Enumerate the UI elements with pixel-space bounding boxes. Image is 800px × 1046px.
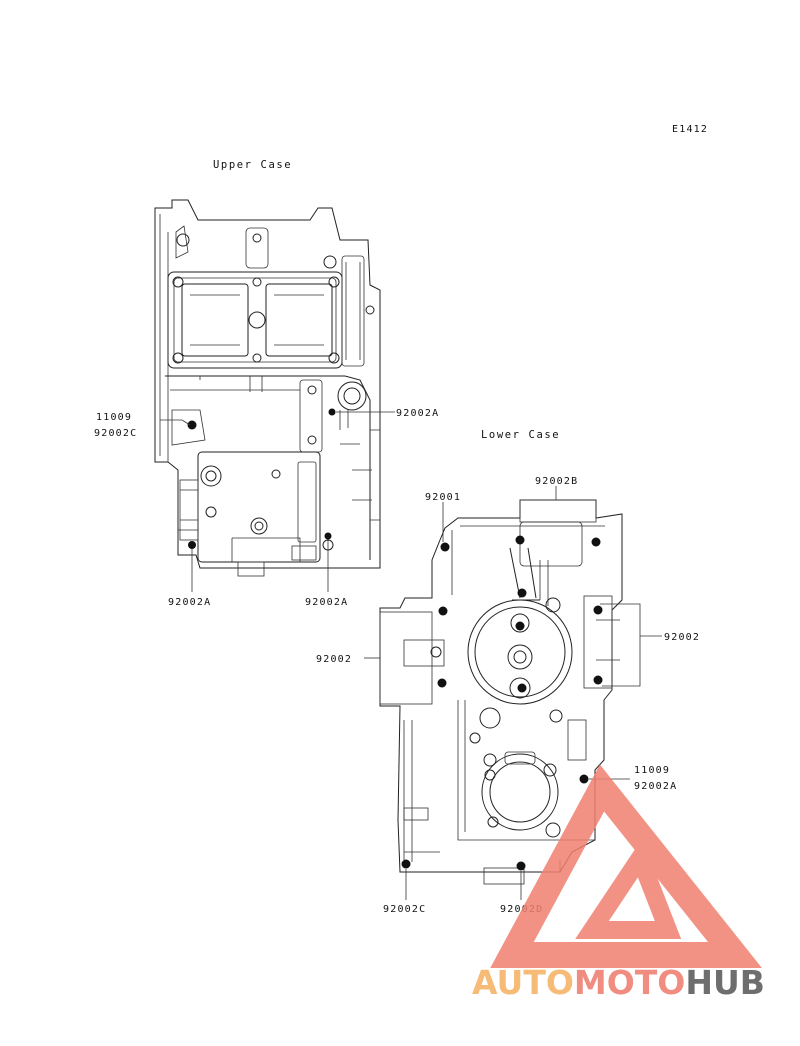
lower-case-title: Lower Case [481, 429, 560, 441]
label-92002-left: 92002 [316, 654, 352, 665]
figure-code: E1412 [672, 124, 708, 135]
watermark-logo: AUTOMOTOHUB [472, 764, 765, 1002]
watermark-triangle-inner [575, 838, 682, 939]
watermark-moto: MOTO [574, 963, 685, 1002]
lower-case-labels: 92001 92002B 92002 92002 11009 92002A 92… [316, 476, 700, 915]
label-92002a-lower: 92002A [634, 781, 677, 792]
upper-case-leaders [160, 411, 395, 592]
watermark-auto: AUTO [472, 963, 574, 1002]
label-92002a-upper-right: 92002A [396, 408, 439, 419]
label-92002a-upper-bottom-left: 92002A [168, 597, 211, 608]
label-11009-upper: 11009 [96, 412, 132, 423]
watermark-brand: AUTOMOTOHUB [472, 963, 765, 1002]
label-92002a-upper-bottom-right: 92002A [305, 597, 348, 608]
upper-case-labels: 11009 92002C 92002A 92002A 92002A [94, 408, 439, 608]
label-92001: 92001 [425, 492, 461, 503]
label-11009-lower: 11009 [634, 765, 670, 776]
lower-case-leaders [364, 486, 662, 900]
upper-case-title: Upper Case [213, 159, 292, 171]
upper-case-drawing [154, 199, 381, 577]
label-92002d: 92002D [500, 904, 543, 915]
label-92002b: 92002B [535, 476, 578, 487]
watermark-hub: HUB [685, 963, 765, 1002]
watermark-triangle-outer [490, 764, 762, 968]
label-92002-right: 92002 [664, 632, 700, 643]
label-92002c-lower: 92002C [383, 904, 426, 915]
label-92002c-upper: 92002C [94, 428, 137, 439]
